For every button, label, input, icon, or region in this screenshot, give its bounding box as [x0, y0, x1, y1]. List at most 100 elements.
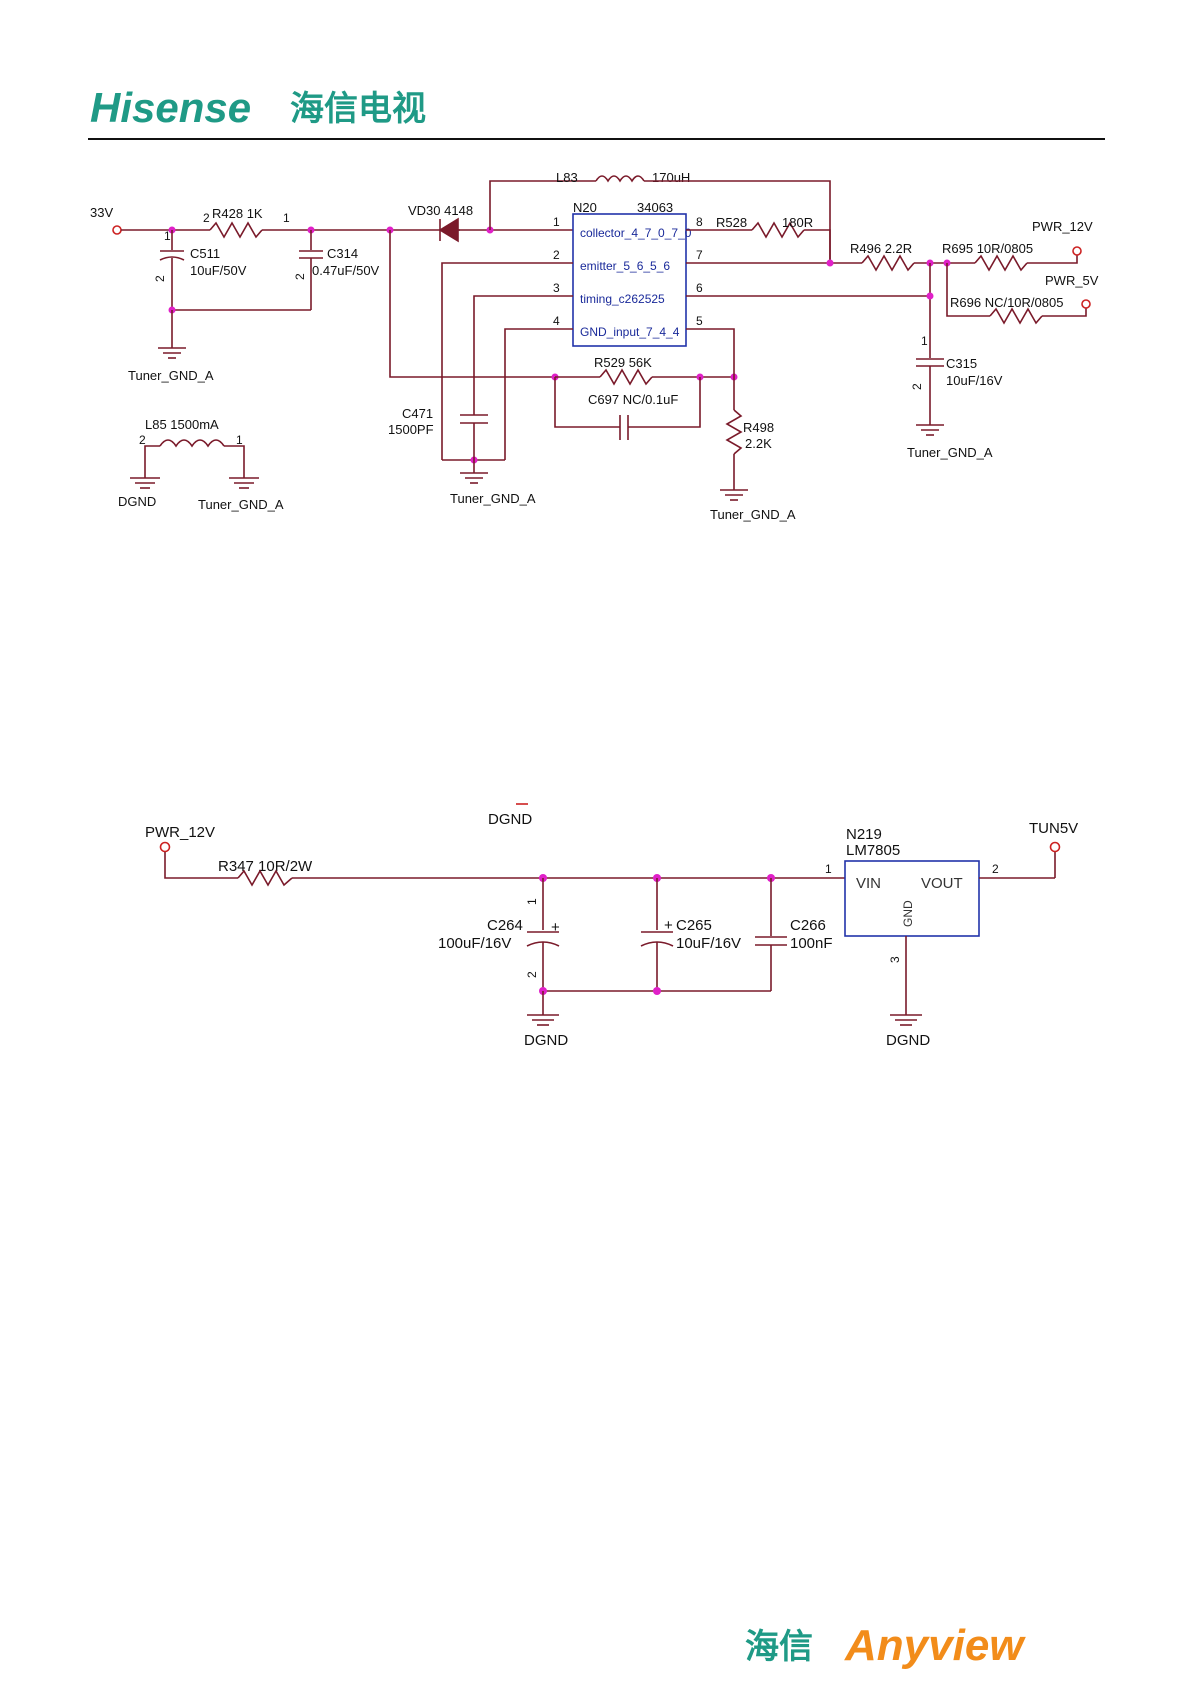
label-c471: C471: [402, 406, 433, 421]
label-gnd-pin: GND: [901, 900, 915, 927]
terminal-33v: [112, 225, 122, 235]
svg-text:6: 6: [696, 281, 703, 295]
label-vout: VOUT: [921, 875, 963, 892]
inductor-l83: [595, 175, 645, 183]
label-c264-val: 100uF/16V: [438, 935, 511, 952]
label-dgnd-top: DGND: [488, 811, 532, 828]
label-c471-val: 1500PF: [388, 422, 434, 437]
terminal-tun5v: [1049, 841, 1061, 853]
svg-text:3: 3: [888, 956, 902, 963]
ic-n20: [572, 213, 687, 347]
resistor-r529: [599, 368, 653, 386]
resistor-r347: [237, 869, 293, 887]
svg-text:1: 1: [283, 211, 290, 225]
label-r498: R498: [743, 420, 774, 435]
label-c266: C266: [790, 917, 826, 934]
label-c511-val: 10uF/50V: [190, 263, 247, 278]
label-gnd-l85: Tuner_GND_A: [198, 497, 284, 512]
label-c314-val: 0.47uF/50V: [312, 263, 380, 278]
diode-vd30: [438, 217, 459, 243]
label-pwr12-2: PWR_12V: [145, 824, 215, 841]
svg-text:1: 1: [164, 229, 171, 243]
resistor-r496: [861, 254, 915, 272]
label-gnd-c315: Tuner_GND_A: [907, 445, 993, 460]
svg-text:7: 7: [696, 248, 703, 262]
svg-text:2: 2: [203, 211, 210, 225]
label-c315: C315: [946, 356, 977, 371]
svg-text:1: 1: [525, 898, 539, 905]
ic-lm7805: [844, 860, 980, 937]
terminal-pwr-12v-2: [159, 841, 171, 853]
label-c697: C697 NC/0.1uF: [588, 392, 678, 407]
svg-text:2: 2: [992, 862, 999, 876]
label-c266-val: 100nF: [790, 935, 833, 952]
label-vd30: VD30 4148: [408, 203, 473, 218]
label-dgnd-l85: DGND: [118, 494, 156, 509]
svg-text:5: 5: [696, 314, 703, 328]
label-n219: N219: [846, 826, 882, 843]
label-r528: R528: [716, 215, 747, 230]
svg-text:8: 8: [696, 215, 703, 229]
label-l83-val: 170uH: [652, 170, 690, 185]
hisense-cn-logo: 海信电视: [290, 90, 426, 128]
resistor-r696: [989, 307, 1043, 325]
anyview-logo: Anyview: [844, 1621, 1026, 1670]
label-c315-val: 10uF/16V: [946, 373, 1003, 388]
label-l83: L83: [556, 170, 578, 185]
circuit-lm7805: PWR_12V R347 10R/2W 1 DGND 1 + 2 C264 10…: [145, 803, 1078, 1049]
label-gnd-r498: Tuner_GND_A: [710, 507, 796, 522]
circuit-dcdc: 33V 2 1 R428 1K 1 2 C511 10uF/50V 2 C314…: [90, 170, 1099, 522]
label-n20: N20: [573, 200, 597, 215]
label-c264: C264: [487, 917, 523, 934]
label-gnd-left: Tuner_GND_A: [128, 368, 214, 383]
svg-text:3: 3: [553, 281, 560, 295]
label-r696: R696 NC/10R/0805: [950, 295, 1063, 310]
svg-text:1: 1: [921, 334, 928, 348]
resistor-r428: [209, 221, 263, 239]
label-gnd-c471: Tuner_GND_A: [450, 491, 536, 506]
header-logo: Hisense 海信电视: [90, 84, 426, 131]
svg-text:1: 1: [236, 433, 243, 447]
label-pwr5: PWR_5V: [1045, 273, 1099, 288]
svg-text:2: 2: [910, 383, 924, 390]
pin-label-1: collector_4_7_0_7_0: [580, 226, 692, 240]
pin-label-3: timing_c262525: [580, 292, 665, 306]
pin-label-2: emitter_5_6_5_6: [580, 259, 670, 273]
resistor-r528: [751, 221, 805, 239]
label-r496: R496 2.2R: [850, 241, 912, 256]
terminal-pwr-5v: [1081, 299, 1091, 309]
label-dgnd-1: DGND: [524, 1032, 568, 1049]
terminal-pwr-12v: [1072, 246, 1082, 256]
footer-logo: 海信 Anyview: [745, 1621, 1026, 1670]
label-r428: R428 1K: [212, 206, 263, 221]
svg-text:2: 2: [553, 248, 560, 262]
hisense-logo: Hisense: [90, 84, 251, 131]
ground-symbol: [158, 347, 186, 359]
resistor-r498: [725, 409, 743, 455]
label-c265-val: 10uF/16V: [676, 935, 741, 952]
svg-text:2: 2: [153, 275, 167, 282]
label-c314: C314: [327, 246, 358, 261]
svg-text:2: 2: [139, 433, 146, 447]
footer-cn-logo: 海信: [745, 1628, 813, 1666]
label-c511: C511: [190, 246, 220, 261]
svg-text:2: 2: [293, 273, 307, 280]
label-tun5v: TUN5V: [1029, 820, 1078, 837]
svg-text:4: 4: [553, 314, 560, 328]
label-r347: R347 10R/2W: [218, 858, 313, 875]
label-r529: R529 56K: [594, 355, 652, 370]
pin-label-4: GND_input_7_4_4: [580, 325, 680, 339]
svg-text:1: 1: [553, 215, 560, 229]
label-r695: R695 10R/0805: [942, 241, 1033, 256]
label-n20-part: 34063: [637, 200, 673, 215]
label-33v: 33V: [90, 205, 113, 220]
svg-text:1: 1: [825, 862, 832, 876]
label-c265: C265: [676, 917, 712, 934]
label-vin: VIN: [856, 875, 881, 892]
svg-text:2: 2: [525, 971, 539, 978]
inductor-l85: [159, 439, 225, 448]
label-dgnd-2: DGND: [886, 1032, 930, 1049]
label-pwr12: PWR_12V: [1032, 219, 1093, 234]
resistor-r695: [974, 254, 1028, 272]
